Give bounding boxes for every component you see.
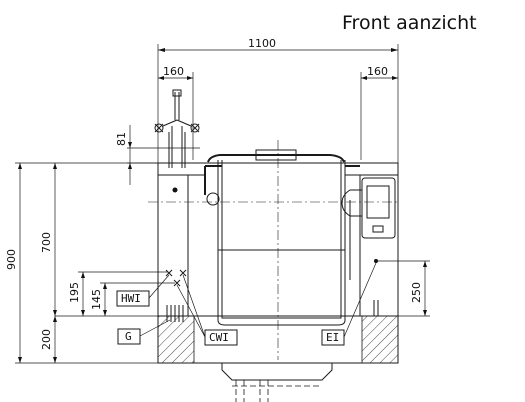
- dim-hot-water-height-value: 195: [68, 282, 81, 303]
- label-hwi: HWI: [116, 274, 170, 307]
- dim-left-offset-value: 160: [163, 65, 184, 78]
- left-base-pad: [157, 315, 195, 364]
- dim-hot-water-height: 195: [68, 271, 168, 316]
- label-cwi-text: CWI: [209, 331, 229, 344]
- dim-electric-height-value: 250: [410, 282, 423, 303]
- connection-pipes: [166, 300, 379, 322]
- drain-outlet: [221, 363, 333, 402]
- dim-tap-height: 81: [115, 125, 200, 185]
- dim-right-offset-value: 160: [367, 65, 388, 78]
- label-hwi-text: HWI: [121, 292, 141, 305]
- dim-right-offset: 160: [360, 65, 398, 160]
- dim-overall-height-value: 900: [5, 249, 18, 270]
- dim-left-offset: 160: [158, 65, 194, 160]
- right-base-pad: [361, 315, 399, 364]
- label-cwi: CWI: [176, 274, 238, 346]
- dim-overall-width: 1100: [157, 37, 399, 168]
- dim-body-height-value: 700: [40, 232, 53, 253]
- view-title: Front aanzicht: [342, 12, 477, 34]
- dim-overall-height: 900: [5, 162, 158, 364]
- label-g-text: G: [125, 330, 132, 343]
- label-ei: EI: [321, 262, 377, 346]
- dim-cold-water-height-value: 145: [90, 289, 103, 310]
- dim-electric-height: 250: [378, 260, 430, 317]
- dim-body-height: 700: [40, 163, 57, 316]
- tap-assembly: [154, 89, 200, 168]
- kettle-body: [172, 149, 360, 326]
- dim-tap-height-value: 81: [115, 132, 128, 146]
- dim-base-height-value: 200: [40, 329, 53, 350]
- label-ei-text: EI: [326, 331, 339, 344]
- label-g: G: [117, 319, 171, 345]
- dim-base-height: 200: [40, 315, 158, 363]
- dim-overall-width-value: 1100: [248, 37, 276, 50]
- connection-markers: [165, 259, 378, 287]
